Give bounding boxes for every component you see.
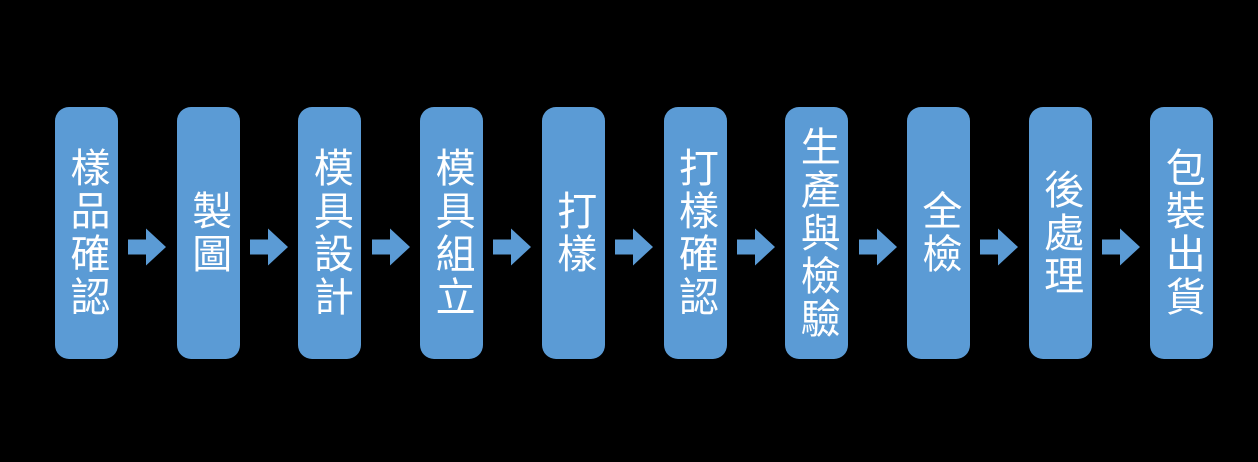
flow-step-label: 樣品確認 — [64, 147, 110, 319]
flow-step-label: 生產與檢驗 — [794, 125, 840, 341]
flow-step-box: 生產與檢驗 — [785, 107, 849, 359]
arrow-right-icon — [493, 228, 532, 266]
flow-step-box: 模具組立 — [420, 107, 484, 359]
flow-step-box: 打樣 — [541, 107, 605, 359]
flow-step-box: 後處理 — [1028, 107, 1092, 359]
flow-step-box: 全檢 — [906, 107, 970, 359]
flow-step-box: 模具設計 — [298, 107, 362, 359]
arrow-right-icon — [371, 228, 410, 266]
flow-step-box: 打樣確認 — [663, 107, 727, 359]
flow-step-label: 打樣確認 — [673, 147, 718, 319]
flow-step-box: 製圖 — [176, 107, 240, 359]
arrow-right-icon — [1101, 228, 1140, 266]
flow-step-label: 全檢 — [916, 190, 962, 276]
flow-step-label: 包裝出貨 — [1159, 147, 1205, 319]
arrow-right-icon — [858, 228, 897, 266]
arrow-right-icon — [980, 228, 1019, 266]
flow-step-label: 後處理 — [1038, 168, 1084, 298]
flow-step-label: 製圖 — [186, 190, 232, 276]
flow-step-box: 包裝出貨 — [1150, 107, 1214, 359]
flow-step-label: 模具設計 — [307, 147, 353, 319]
flow-step-label: 模具組立 — [429, 147, 475, 319]
arrow-right-icon — [128, 228, 167, 266]
arrow-right-icon — [250, 228, 289, 266]
flow-step-box: 樣品確認 — [55, 107, 118, 359]
arrow-right-icon — [615, 228, 654, 266]
flow-step-label: 打樣 — [551, 190, 597, 276]
arrow-right-icon — [736, 228, 775, 266]
